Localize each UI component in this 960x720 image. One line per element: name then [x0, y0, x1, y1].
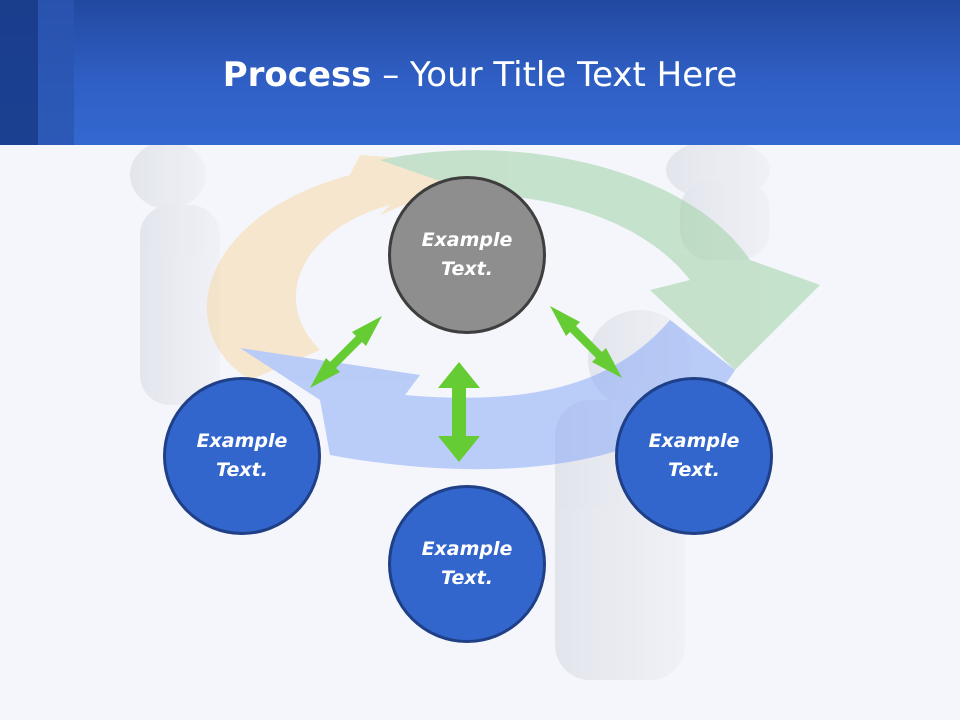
node-label: Text.: [668, 459, 720, 481]
node-label: Text.: [441, 567, 493, 589]
header-accent-bar: [0, 0, 38, 145]
cycle-ring: [206, 150, 820, 470]
node-label: Text.: [216, 459, 268, 481]
figure-left: [130, 145, 220, 405]
node-label: Text.: [441, 258, 493, 280]
node-label: Example: [421, 229, 513, 251]
title-rest: – Your Title Text Here: [371, 55, 738, 95]
slide-title: Process – Your Title Text Here: [0, 55, 960, 95]
title-bold: Process: [222, 55, 372, 95]
connector-arrows: [310, 306, 622, 462]
double-arrow-right: [550, 306, 622, 378]
header-accent-bar: [38, 0, 74, 145]
title-bar: Process – Your Title Text Here: [0, 0, 960, 145]
node-label: Example: [196, 430, 288, 452]
node-label: Example: [421, 538, 513, 560]
double-arrow-left: [310, 316, 382, 388]
node-label: Example: [648, 430, 740, 452]
double-arrow-bottom: [438, 362, 480, 462]
cycle-illustration: [130, 145, 820, 680]
